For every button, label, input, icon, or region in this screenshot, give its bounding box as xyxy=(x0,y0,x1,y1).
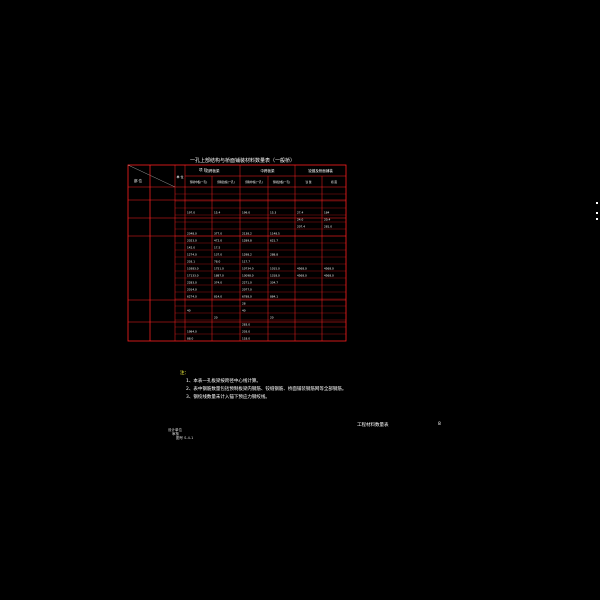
table-cell: 118.0 xyxy=(242,336,250,340)
table-cell: 1015.0 xyxy=(270,266,280,270)
table-cell: 117.7 xyxy=(242,259,250,263)
table-cell: 199.0 xyxy=(242,210,250,214)
sub-header: 预制中板(一孔) xyxy=(245,180,263,184)
table-cell: 1984.0 xyxy=(187,329,197,333)
sub-header: 铰 缝 xyxy=(305,180,311,184)
group-header: 边跨板梁 xyxy=(206,168,220,173)
sub-header: 预制中板(一孔) xyxy=(190,180,208,184)
table-cell: 374.0 xyxy=(214,280,222,284)
table-cell: 20 xyxy=(214,315,218,319)
table-cell: 1289.8 xyxy=(242,238,252,242)
title-block-line: 设计单位 xyxy=(168,428,182,432)
table-cell: 10734.0 xyxy=(242,266,254,270)
sheet-title: 工程材料数量表 xyxy=(357,423,389,428)
table-cell: 1274.0 xyxy=(187,252,197,256)
table-cell: 1751.0 xyxy=(214,266,224,270)
table-cell: 203.1 xyxy=(187,259,195,263)
table-cell: 15.3 xyxy=(270,210,276,214)
table-cell: 4568.0 xyxy=(297,273,307,277)
table-cell: 4568.0 xyxy=(324,273,334,277)
table-cell: 884.1 xyxy=(270,294,278,298)
table-cell: 2077.0 xyxy=(242,287,252,291)
table-cell: 621.7 xyxy=(270,238,278,242)
table-cell: 2348.0 xyxy=(187,231,197,235)
table-cell: 2283.0 xyxy=(187,280,197,284)
title-block-line: 审核 xyxy=(172,432,179,436)
table-cell: 472.0 xyxy=(214,238,222,242)
table-cell: 4568.0 xyxy=(297,266,307,270)
table-cell: 377.0 xyxy=(214,231,222,235)
table-cell: 2271.0 xyxy=(242,280,252,284)
note-item: 1、本表一孔板梁按跨径中心线计算。 xyxy=(186,379,261,384)
table-cell: 142.0 xyxy=(187,245,195,249)
table-cell: 40 xyxy=(187,308,191,312)
sub-header: 桥 面 xyxy=(331,180,337,184)
table-cell: 6274.0 xyxy=(187,294,197,298)
table-cell: 6788.0 xyxy=(242,294,252,298)
notes: 注： 1、本表一孔板梁按跨径中心线计算。 2、表中钢筋数量包括预制板梁内钢筋、铰… xyxy=(180,370,346,402)
sub-header: 预制边板(一孔) xyxy=(217,180,235,184)
table-cell: 2023.0 xyxy=(187,238,197,242)
table-cell: 10383.0 xyxy=(187,266,199,270)
table-cell: 28 xyxy=(242,301,246,305)
table-cell: 137.0 xyxy=(214,252,222,256)
marker-dot xyxy=(596,212,598,214)
note-item: 2、表中钢筋数量包括预制板梁内钢筋、铰缝钢筋、桥面铺装钢筋网等全部钢筋。 xyxy=(186,387,347,392)
title-block: 设计单位 审核 图号 S-4-1 xyxy=(168,428,193,440)
table-cell: 1318.0 xyxy=(270,273,280,277)
table-cell: 184 xyxy=(324,210,330,214)
table-cell: 203.0 xyxy=(242,329,250,333)
col-unit-header: 单 位 xyxy=(177,174,184,179)
table-cell: 15.4 xyxy=(214,210,220,214)
table-title: 一孔上部结构与桥面铺装材料数量表（一般桥） xyxy=(190,158,296,164)
table-cell: 17133.0 xyxy=(187,273,199,277)
table-cell: 207.4 xyxy=(297,224,305,228)
table-cell: 814.0 xyxy=(214,294,222,298)
table-cell: 283.0 xyxy=(242,322,250,326)
group-header: 铰缝及桥面铺装 xyxy=(308,168,333,173)
notes-heading: 注： xyxy=(180,371,189,376)
table-cell: 334.7 xyxy=(270,280,278,284)
sub-header: 预制边板(一孔) xyxy=(273,180,291,184)
col-part-header: 部 位 xyxy=(134,178,143,183)
table-cell: 4568.0 xyxy=(324,266,334,270)
table-border xyxy=(127,164,347,342)
table-cell: 1148.5 xyxy=(270,231,280,235)
table-cell: 24.0 xyxy=(297,217,303,221)
table-cell: 40 xyxy=(242,308,246,312)
table-cell: 197.0 xyxy=(187,210,195,214)
table-grid xyxy=(127,164,347,342)
note-item: 3、钢绞线数量未计入锚下预应力钢绞线。 xyxy=(186,395,270,400)
table-cell: 20 xyxy=(270,315,274,319)
table-cell: 281.0 xyxy=(324,224,332,228)
title-block-line: 图号 S-4-1 xyxy=(176,436,194,440)
table-cell: 78.0 xyxy=(214,259,220,263)
table-cell: 288.8 xyxy=(270,252,278,256)
table-cell: 13098.0 xyxy=(242,273,254,277)
grid-line xyxy=(127,164,176,188)
marker-dot xyxy=(596,202,598,204)
table-cell: 1298.2 xyxy=(242,252,252,256)
table-cell: 88.0 xyxy=(187,336,193,340)
page-number: 8 xyxy=(438,422,441,427)
table-cell: 17.5 xyxy=(214,245,220,249)
col-item-header: 项 目 xyxy=(199,167,207,172)
table-cell: 1887.0 xyxy=(214,273,224,277)
table-cell: 27.4 xyxy=(297,210,303,214)
marker-dot xyxy=(596,218,598,220)
table-cell: 2138.2 xyxy=(242,231,252,235)
group-header: 中跨板梁 xyxy=(261,168,275,173)
table-cell: 20.4 xyxy=(324,217,330,221)
table-cell: 2014.0 xyxy=(187,287,197,291)
